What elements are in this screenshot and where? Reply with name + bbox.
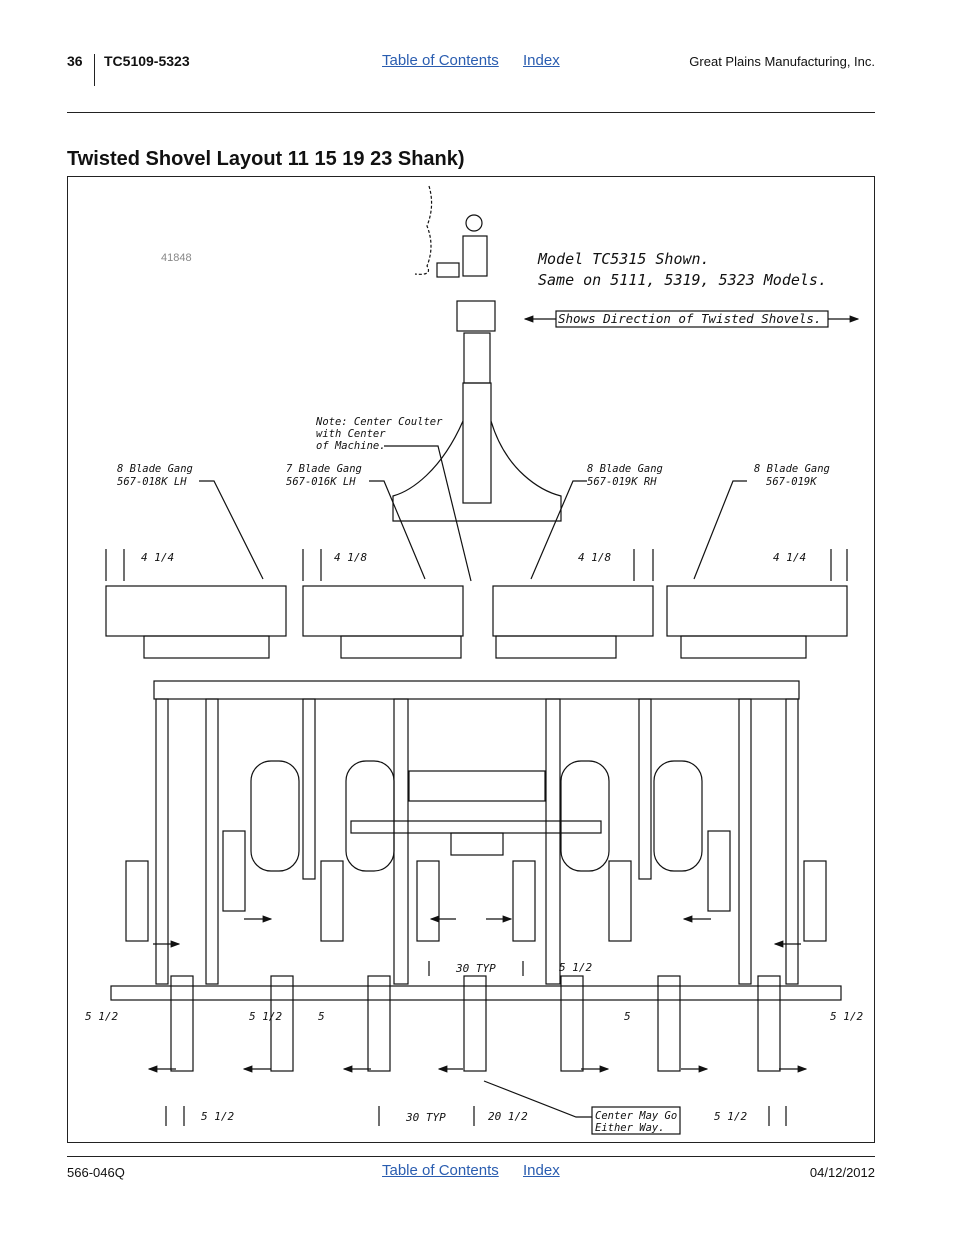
center-go-1: Center May Go [595, 1110, 677, 1122]
front-gang-frames [105, 585, 848, 659]
gang-1-leader [199, 480, 264, 580]
dim-30-typ-mid: 30 TYP [455, 962, 496, 975]
header-index-link[interactable]: Index [523, 52, 560, 69]
document-number: 566-046Q [67, 1165, 125, 1180]
center-go-2: Either Way. [595, 1122, 665, 1134]
gang-2-label-1: 7 Blade Gang [286, 463, 362, 475]
header-toc-link[interactable]: Table of Contents [382, 52, 499, 69]
hitch-chain [414, 185, 433, 275]
tongue-wings [392, 420, 562, 522]
gang-1-label-1: 8 Blade Gang [117, 463, 193, 475]
gang-1-label-2: 567-018K LH [117, 476, 187, 488]
gang-4-label-2: 567-019K [766, 476, 817, 488]
footer-index-link[interactable]: Index [523, 1162, 560, 1179]
dim-30-typ-bot: 30 TYP [405, 1111, 446, 1124]
center-note-1: Note: Center Coulter [315, 416, 443, 428]
dim-4-1-4-right: 4 1/4 [773, 551, 806, 564]
gang-3-label-2: 567-019K RH [587, 476, 657, 488]
center-go-leader [483, 1080, 592, 1118]
dim-5-half-left2: 5 1/2 [249, 1010, 282, 1023]
layout-drawing: 41848 Model TC5315 Shown. Same on 5111, … [85, 185, 863, 1135]
gang-3-leader [530, 480, 587, 580]
dim-5-half-right: 5 1/2 [830, 1010, 863, 1023]
dim-5-half-mid: 5 1/2 [559, 961, 592, 974]
direction-note: Shows Direction of Twisted Shovels. [558, 311, 821, 326]
center-note-leader [384, 445, 472, 582]
dim-20-half: 20 1/2 [488, 1110, 528, 1123]
model-note-2: Same on 5111, 5319, 5323 Models. [538, 271, 827, 289]
footer-toc-link[interactable]: Table of Contents [382, 1162, 499, 1179]
tires [250, 760, 703, 872]
revision-date: 04/12/2012 [809, 1165, 875, 1180]
center-go-box [591, 1106, 681, 1135]
dim-4-1-8-right: 4 1/8 [578, 551, 611, 564]
page-number: 36 [67, 53, 83, 69]
model-range: TC5109-5323 [104, 53, 190, 69]
dim-5-left: 5 [318, 1010, 325, 1023]
center-note-3: of Machine. [316, 440, 386, 452]
center-note-2: with Center [316, 428, 386, 440]
figure-frame: 41848 Model TC5315 Shown. Same on 5111, … [67, 176, 875, 1143]
header-divider [94, 54, 95, 86]
image-id-label: 41848 [161, 252, 192, 264]
rear-toolbar [110, 985, 842, 1001]
page-title: Twisted Shovel Layout 11 15 19 23 Shank) [67, 148, 465, 170]
gang-3-label-1: 8 Blade Gang [587, 463, 663, 475]
gang-2-leader [369, 480, 426, 580]
gang-4-label-1: 8 Blade Gang [754, 463, 830, 475]
dim-4-1-4-left: 4 1/4 [141, 551, 174, 564]
shanks-rear [170, 975, 781, 1072]
dim-5-right: 5 [624, 1010, 631, 1023]
gang-2-label-2: 567-016K LH [286, 476, 356, 488]
dim-5-half-bot-right: 5 1/2 [714, 1110, 747, 1123]
model-note-1: Model TC5315 Shown. [537, 250, 710, 268]
company-name: Great Plains Manufacturing, Inc. [689, 54, 875, 69]
dim-4-1-8-left: 4 1/8 [334, 551, 367, 564]
dim-5-half-bot-left: 5 1/2 [201, 1110, 234, 1123]
dim-5-half-left: 5 1/2 [85, 1010, 118, 1023]
footer-rule [67, 1156, 875, 1157]
gang-4-leader [693, 480, 747, 580]
shanks-front [125, 830, 827, 942]
shovel-arrows [147, 915, 808, 1073]
header-rule [67, 112, 875, 113]
